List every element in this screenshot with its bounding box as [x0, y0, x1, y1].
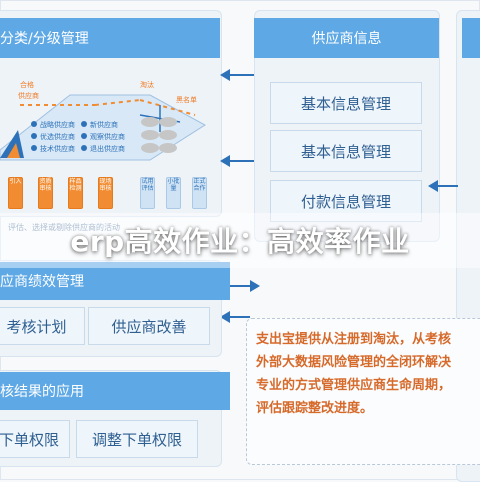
description-line-4: 评估跟踪整改进度。	[256, 401, 374, 416]
supplier-category-1: 战略供应商	[40, 121, 75, 129]
eliminated-label: 淘汰	[140, 81, 154, 89]
arrow-to-supplier-info	[428, 180, 458, 192]
arrow-from-right-panel	[220, 311, 250, 323]
adjust-order-permission-button[interactable]: 调整下单权限	[76, 420, 198, 458]
assessment-plan-button[interactable]: 考核计划	[0, 307, 85, 345]
basic-info-management-button[interactable]: 基本信息管理	[270, 82, 422, 124]
performance-header: 应商绩效管理	[0, 262, 230, 300]
description-panel	[246, 318, 480, 465]
supplier-info-header-label: 供应商信息	[311, 31, 382, 47]
supplier-category-2: 优选供应商	[40, 133, 75, 141]
basic-info-management-button-2[interactable]: 基本信息管理	[270, 130, 422, 172]
supplier-info-header: 供应商信息	[254, 18, 439, 58]
process-step-5: 试用评估	[140, 177, 155, 209]
results-header-label: 核结果的应用	[0, 384, 84, 400]
arrow-to-classification-1	[220, 69, 254, 81]
arrow-to-right-panel	[230, 280, 260, 292]
classification-header-label: 分类/分级管理	[0, 31, 89, 47]
classification-header: 分类/分级管理	[0, 18, 220, 58]
supplier-category-5: 观察供应商	[90, 133, 125, 141]
arrow-to-classification-2	[220, 155, 254, 167]
description-line-3: 专业的方式管理供应商生命周期，	[256, 378, 452, 393]
process-step-6: 小批量	[166, 177, 181, 209]
right-edge-header	[462, 18, 480, 58]
title-overlay-band	[0, 213, 480, 268]
results-header: 核结果的应用	[0, 372, 230, 410]
blacklist-label: 黑名单	[176, 96, 197, 104]
process-step-3: 样品检测	[68, 177, 83, 209]
supplier-funnel-diagram	[0, 94, 206, 161]
supplier-improvement-button[interactable]: 供应商改善	[88, 307, 210, 345]
supplier-label: 供应商	[18, 92, 39, 100]
supplier-category-4: 新供应商	[90, 121, 118, 129]
qualified-label: 合格	[20, 81, 34, 89]
process-step-7: 正式合作	[192, 177, 207, 209]
supplier-category-3: 技术供应商	[40, 145, 75, 153]
evaluation-note: 评估、选择或剔除供应商的活动	[8, 223, 120, 232]
performance-header-label: 应商绩效管理	[0, 274, 84, 290]
overlay-title: erp高效作业：高效率作业	[70, 225, 410, 258]
process-step-4: 现场审核	[98, 177, 113, 209]
description-text: 支出宝提供从注册到淘汰，从考核 外部大数据风险管理的全闭环解决 专业的方式管理供…	[256, 328, 480, 420]
payment-info-management-button[interactable]: 付款信息管理	[270, 180, 422, 222]
description-line-2: 外部大数据风险管理的全闭环解决	[256, 355, 452, 370]
process-step-1: 引入	[8, 177, 23, 209]
process-step-2: 资质审核	[38, 177, 53, 209]
order-permission-button[interactable]: 下单权限	[0, 420, 70, 458]
supplier-category-6: 退出供应商	[90, 145, 125, 153]
description-line-1: 支出宝提供从注册到淘汰，从考核	[256, 332, 452, 347]
